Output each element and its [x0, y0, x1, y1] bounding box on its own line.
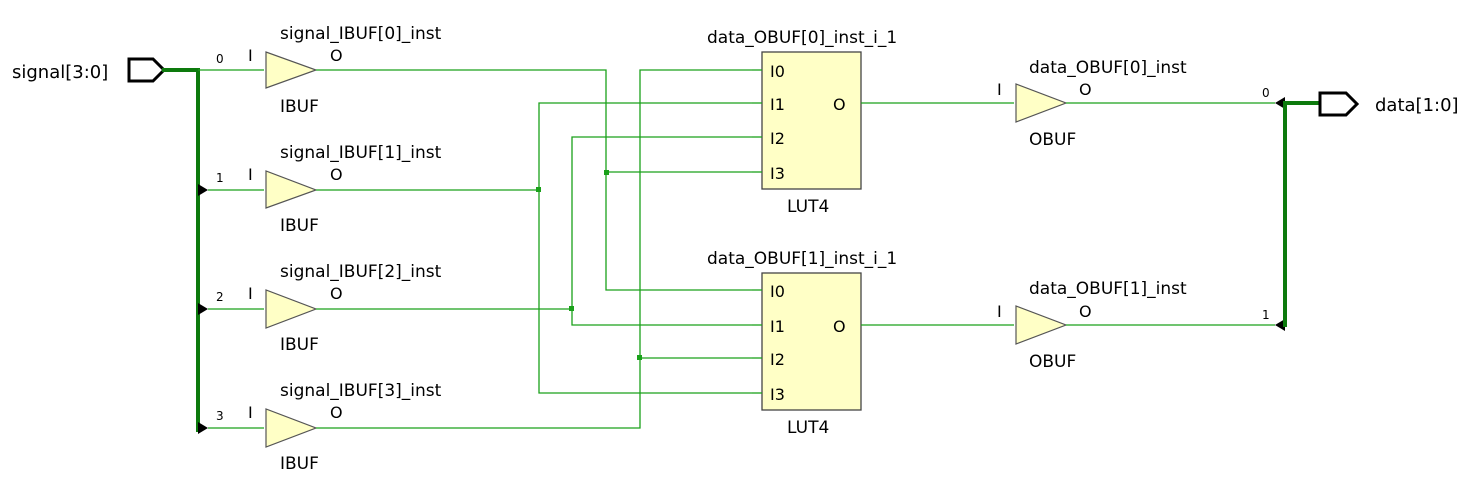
- ibuf-3-pin-in: I: [248, 403, 253, 422]
- input-bit-0: 0: [216, 52, 224, 66]
- lut-0-body[interactable]: [761, 51, 862, 190]
- lut-0-pin-i3: I3: [770, 164, 785, 183]
- lut-1-pin-i2: I2: [770, 350, 785, 369]
- ibuf-3[interactable]: signal_IBUF[3]_inst I O IBUF: [248, 381, 442, 474]
- net-ibuf1-luts[interactable]: [538, 102, 752, 394]
- lut-0-pin-i1: I1: [770, 95, 785, 114]
- lut-1-inst-label: data_OBUF[1]_inst_i_1: [707, 249, 897, 269]
- obuf-1-pin-in: I: [997, 302, 1002, 321]
- ibuf-2-inst-label: signal_IBUF[2]_inst: [280, 262, 442, 282]
- input-port-shape[interactable]: [127, 57, 167, 83]
- input-port-label: signal[3:0]: [12, 62, 108, 83]
- junction-ibuf1: [536, 187, 541, 192]
- ibuf-1[interactable]: signal_IBUF[1]_inst I O IBUF: [248, 143, 442, 236]
- lut-1-type: LUT4: [787, 418, 829, 438]
- lut-0-pin-o: O: [833, 95, 846, 114]
- net-ibuf0-lut1-i0[interactable]: [316, 69, 752, 291]
- lut-1-body[interactable]: [761, 272, 862, 411]
- ibuf-1-inst-label: signal_IBUF[1]_inst: [280, 143, 442, 163]
- net-ibuf2-luts[interactable]: [571, 136, 752, 326]
- junction-ibuf2: [569, 306, 574, 311]
- lut-0[interactable]: data_OBUF[0]_inst_i_1 I0 I1 I2 I3 O LUT4: [707, 28, 897, 217]
- ibuf-0-inst-label: signal_IBUF[0]_inst: [280, 24, 442, 44]
- bus-ripper-3: [198, 422, 208, 434]
- obuf-0-pin-out: O: [1079, 80, 1092, 99]
- bus-ripper-out-1: [1275, 319, 1285, 331]
- bus-ripper-out-0: [1275, 97, 1285, 109]
- ibuf-0-pin-in: I: [248, 46, 253, 65]
- lut-1[interactable]: data_OBUF[1]_inst_i_1 I0 I1 I2 I3 O LUT4: [707, 249, 897, 438]
- obuf-0-type: OBUF: [1029, 130, 1076, 150]
- lut-0-inst-label: data_OBUF[0]_inst_i_1: [707, 28, 897, 48]
- ibuf-0[interactable]: signal_IBUF[0]_inst I O IBUF: [248, 24, 442, 117]
- ibuf-2-pin-out: O: [330, 284, 343, 303]
- obuf-0-symbol[interactable]: [1015, 83, 1068, 123]
- lut-0-type: LUT4: [787, 197, 829, 217]
- junction-ibuf0: [604, 170, 609, 175]
- ibuf-3-symbol[interactable]: [265, 408, 318, 448]
- junction-ibuf3: [637, 355, 642, 360]
- ibuf-3-inst-label: signal_IBUF[3]_inst: [280, 381, 442, 401]
- output-port-shape[interactable]: [1318, 91, 1360, 117]
- input-bit-1: 1: [216, 171, 224, 185]
- lut-1-pin-i3: I3: [770, 385, 785, 404]
- output-bit-1: 1: [1262, 308, 1270, 322]
- ibuf-0-pin-out: O: [330, 46, 343, 65]
- lut-0-pin-i2: I2: [770, 129, 785, 148]
- ibuf-1-symbol[interactable]: [265, 170, 318, 209]
- bus-ripper-1: [198, 184, 208, 196]
- ibuf-2-symbol[interactable]: [265, 289, 318, 329]
- obuf-0-inst-label: data_OBUF[0]_inst: [1029, 58, 1187, 78]
- obuf-1-pin-out: O: [1079, 302, 1092, 321]
- ibuf-0-type: IBUF: [280, 97, 319, 117]
- lut-1-pin-o: O: [833, 317, 846, 336]
- lut-0-pin-i0: I0: [770, 62, 785, 81]
- ibuf-2-type: IBUF: [280, 335, 319, 355]
- input-bit-2: 2: [216, 290, 224, 304]
- obuf-0[interactable]: data_OBUF[0]_inst I O OBUF: [997, 58, 1187, 150]
- ibuf-1-type: IBUF: [280, 216, 319, 236]
- obuf-1-inst-label: data_OBUF[1]_inst: [1029, 279, 1187, 299]
- output-port-label: data[1:0]: [1375, 95, 1459, 116]
- ibuf-2-pin-in: I: [248, 284, 253, 303]
- ibuf-1-pin-in: I: [248, 165, 253, 184]
- ibuf-3-type: IBUF: [280, 454, 319, 474]
- ibuf-3-pin-out: O: [330, 403, 343, 422]
- obuf-0-pin-in: I: [997, 80, 1002, 99]
- input-bit-3: 3: [216, 409, 224, 423]
- output-bit-0: 0: [1262, 86, 1270, 100]
- ibuf-0-symbol[interactable]: [265, 51, 318, 89]
- net-ibuf3-lut0-i0[interactable]: [316, 69, 752, 429]
- ibuf-1-pin-out: O: [330, 165, 343, 184]
- obuf-1[interactable]: data_OBUF[1]_inst I O OBUF: [997, 279, 1187, 372]
- lut-1-pin-i1: I1: [770, 317, 785, 336]
- bus-ripper-2: [198, 303, 208, 315]
- obuf-1-type: OBUF: [1029, 352, 1076, 372]
- ibuf-2[interactable]: signal_IBUF[2]_inst I O IBUF: [248, 262, 442, 355]
- obuf-1-symbol[interactable]: [1015, 305, 1068, 345]
- lut-1-pin-i0: I0: [770, 282, 785, 301]
